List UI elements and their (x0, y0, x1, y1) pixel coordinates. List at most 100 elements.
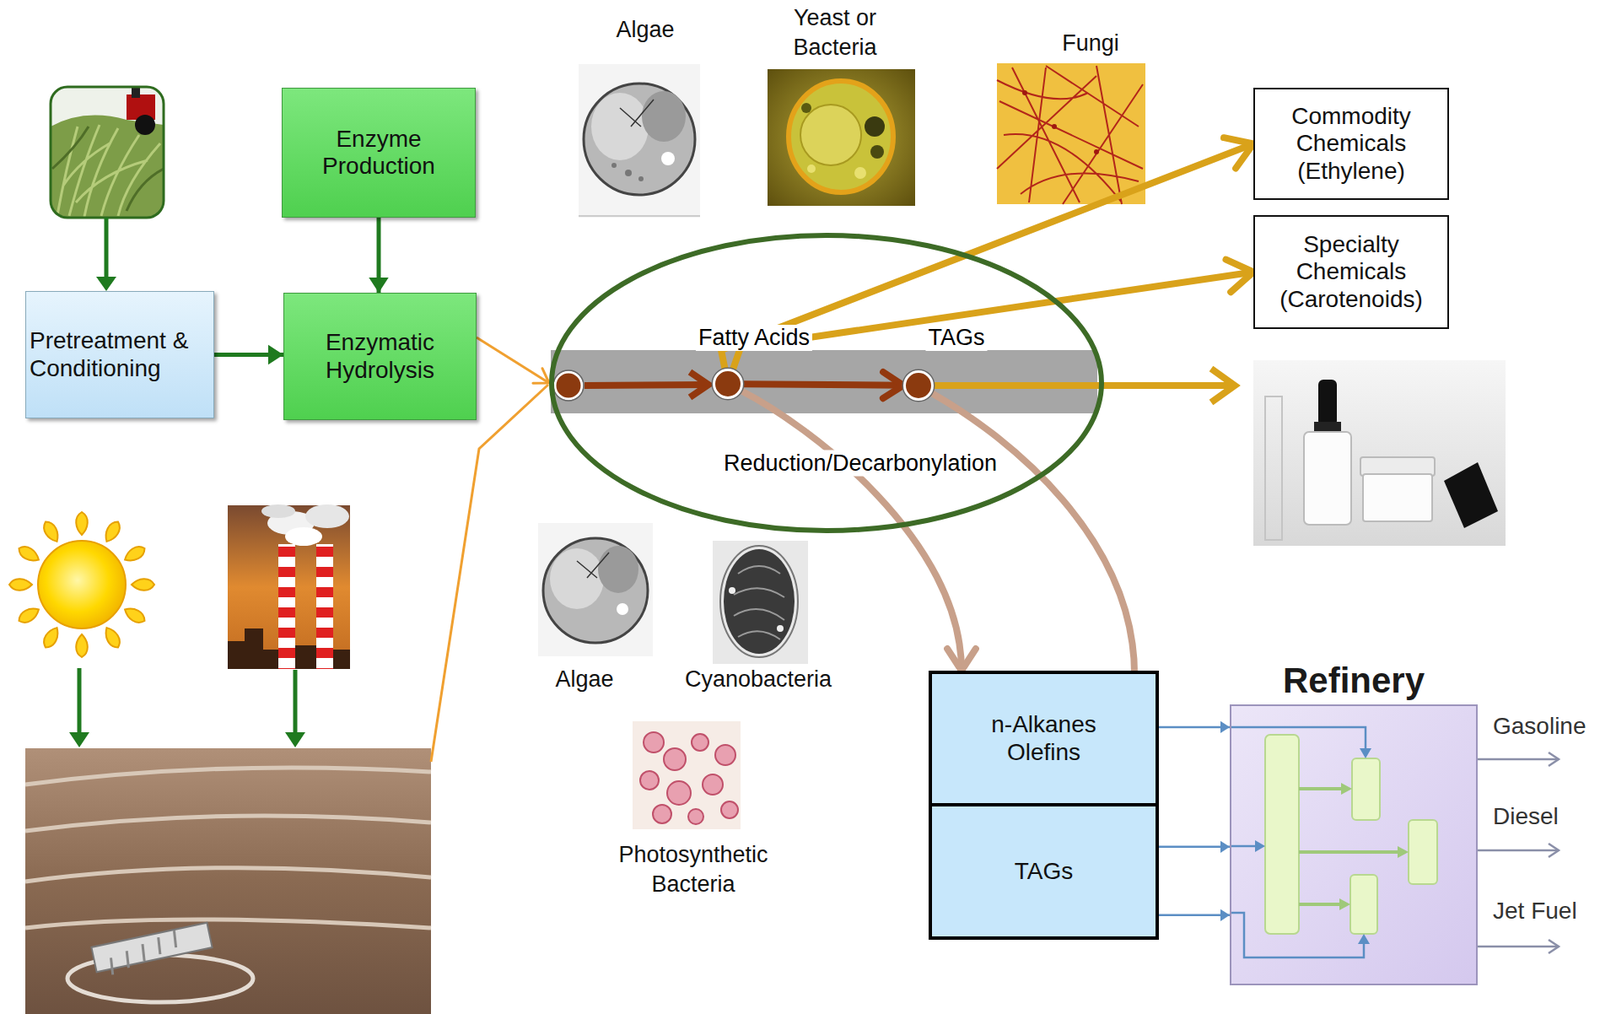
flow-connector (1158, 721, 1230, 733)
node-text: Enzymatic Hydrolysis (304, 328, 457, 383)
flow-connector (732, 259, 1254, 370)
yeast-micrograph (864, 116, 885, 137)
smokestack-photo (316, 544, 334, 669)
refinery-schematic (1229, 727, 1366, 958)
photosynthetic-bacteria-micrograph (688, 808, 704, 825)
algae-pond-photo (25, 748, 431, 1014)
flow-connector (1158, 909, 1230, 922)
fungi-micrograph (1093, 149, 1099, 155)
fungi-micrograph (1022, 90, 1028, 96)
algae-micrograph (638, 176, 644, 182)
sun-icon (16, 543, 42, 565)
process-box: Enzyme Production (281, 87, 476, 218)
figure-label: Jet Fuel (1492, 895, 1595, 927)
photosynthetic-bacteria-micrograph (663, 748, 686, 771)
refinery-schematic (1255, 840, 1266, 852)
refinery-schematic (1298, 850, 1401, 854)
cosmetics-photo (1303, 431, 1352, 525)
flow-connector (1158, 840, 1230, 853)
smokestack-photo (227, 505, 351, 669)
pathway-ellipse: Reduction/DecarbonylationFatty AcidsTAGs (548, 231, 1105, 534)
biomass-photo (57, 124, 161, 217)
fungi-micrograph (996, 63, 1146, 205)
photosynthetic-bacteria-micrograph (715, 744, 736, 765)
refinery-schematic (1265, 734, 1299, 934)
node-text: TAGs (926, 324, 988, 351)
figure-label: Algae (590, 15, 701, 45)
refinery-schematic (1548, 752, 1559, 766)
refinery-schematic (1255, 748, 1372, 944)
refinery-schematic (1477, 849, 1559, 852)
node-text: Refinery (1282, 660, 1425, 701)
figure-label: Photosynthetic Bacteria (600, 840, 787, 900)
flow-connector (732, 272, 1254, 371)
flow-connector (476, 337, 550, 383)
algae-micrograph (578, 215, 701, 217)
photosynthetic-bacteria-micrograph (640, 770, 659, 790)
cosmetics-photo (1443, 462, 1498, 528)
algae-micrograph (597, 545, 639, 593)
node-text: Commodity Chemicals (Ethylene) (1261, 102, 1441, 185)
refinery-schematic (1548, 843, 1559, 857)
yeast-micrograph (767, 69, 916, 206)
cosmetics-photo (1362, 474, 1433, 522)
flow-connector (743, 371, 904, 399)
refinery-schematic (1548, 939, 1559, 954)
flow-connector (743, 383, 904, 386)
cyanobacteria-micrograph (776, 624, 784, 632)
product-box: Specialty Chemicals (Carotenoids) (1253, 215, 1450, 329)
arrow-head (947, 648, 976, 671)
algae-micrograph (611, 162, 617, 168)
flow-arrow (293, 669, 298, 734)
algae-micrograph (616, 603, 629, 615)
refinery-schematic (1397, 845, 1409, 858)
sun-icon (9, 511, 155, 658)
intermediate-dot: TAGs (903, 370, 934, 401)
sun-icon (102, 518, 124, 545)
algae-pond-photo (106, 930, 181, 975)
photosynthetic-bacteria-micrograph (643, 732, 664, 753)
algae-micrograph (576, 552, 609, 578)
photosynthetic-bacteria-micrograph (632, 721, 741, 830)
flow-connector (214, 344, 284, 365)
node-text: Pretreatment & Conditioning (29, 327, 199, 382)
algae-micrograph (619, 99, 654, 127)
yeast-micrograph (767, 69, 916, 206)
refinery-schematic (1298, 902, 1342, 906)
biomass-photo (50, 86, 164, 218)
flow-connector (1158, 726, 1230, 729)
refinery-schematic (1339, 782, 1409, 911)
photosynthetic-bacteria-micrograph (702, 774, 723, 795)
algae-micrograph (591, 92, 649, 161)
figure-label: Cyanobacteria (669, 664, 847, 695)
flow-arrow (285, 732, 306, 748)
algae-micrograph (624, 169, 632, 177)
figure-label: Fungi (1035, 28, 1146, 59)
smokestack-photo (261, 504, 296, 518)
cyanobacteria-micrograph (728, 587, 736, 594)
refinery-schematic (1298, 788, 1401, 905)
biomass-photo (50, 86, 164, 218)
sun-icon (75, 634, 88, 658)
cyanobacteria-micrograph (720, 545, 798, 658)
arrow-head (368, 277, 388, 293)
refinery-schematic (1477, 945, 1559, 949)
flow-arrow (1211, 368, 1235, 403)
algae-micrograph (578, 64, 701, 218)
algae-pond-photo (25, 748, 431, 1014)
yeast-micrograph (800, 104, 862, 166)
refinery-schematic (1352, 758, 1380, 820)
arrow-head (1220, 909, 1230, 922)
refinery-schematic (1298, 786, 1343, 791)
sun-icon (102, 624, 124, 651)
refinery-schematic (1229, 704, 1478, 986)
product-box: Commodity Chemicals (Ethylene) (1253, 87, 1450, 200)
sun-icon (122, 543, 148, 565)
figure-label: Yeast or Bacteria (771, 3, 899, 63)
sun-icon (40, 518, 62, 545)
refinery-schematic (1229, 727, 1366, 751)
arrow-head (1223, 137, 1254, 168)
sun-icon (9, 578, 33, 591)
photosynthetic-bacteria-micrograph (721, 801, 739, 819)
biomass-photo (50, 86, 164, 218)
